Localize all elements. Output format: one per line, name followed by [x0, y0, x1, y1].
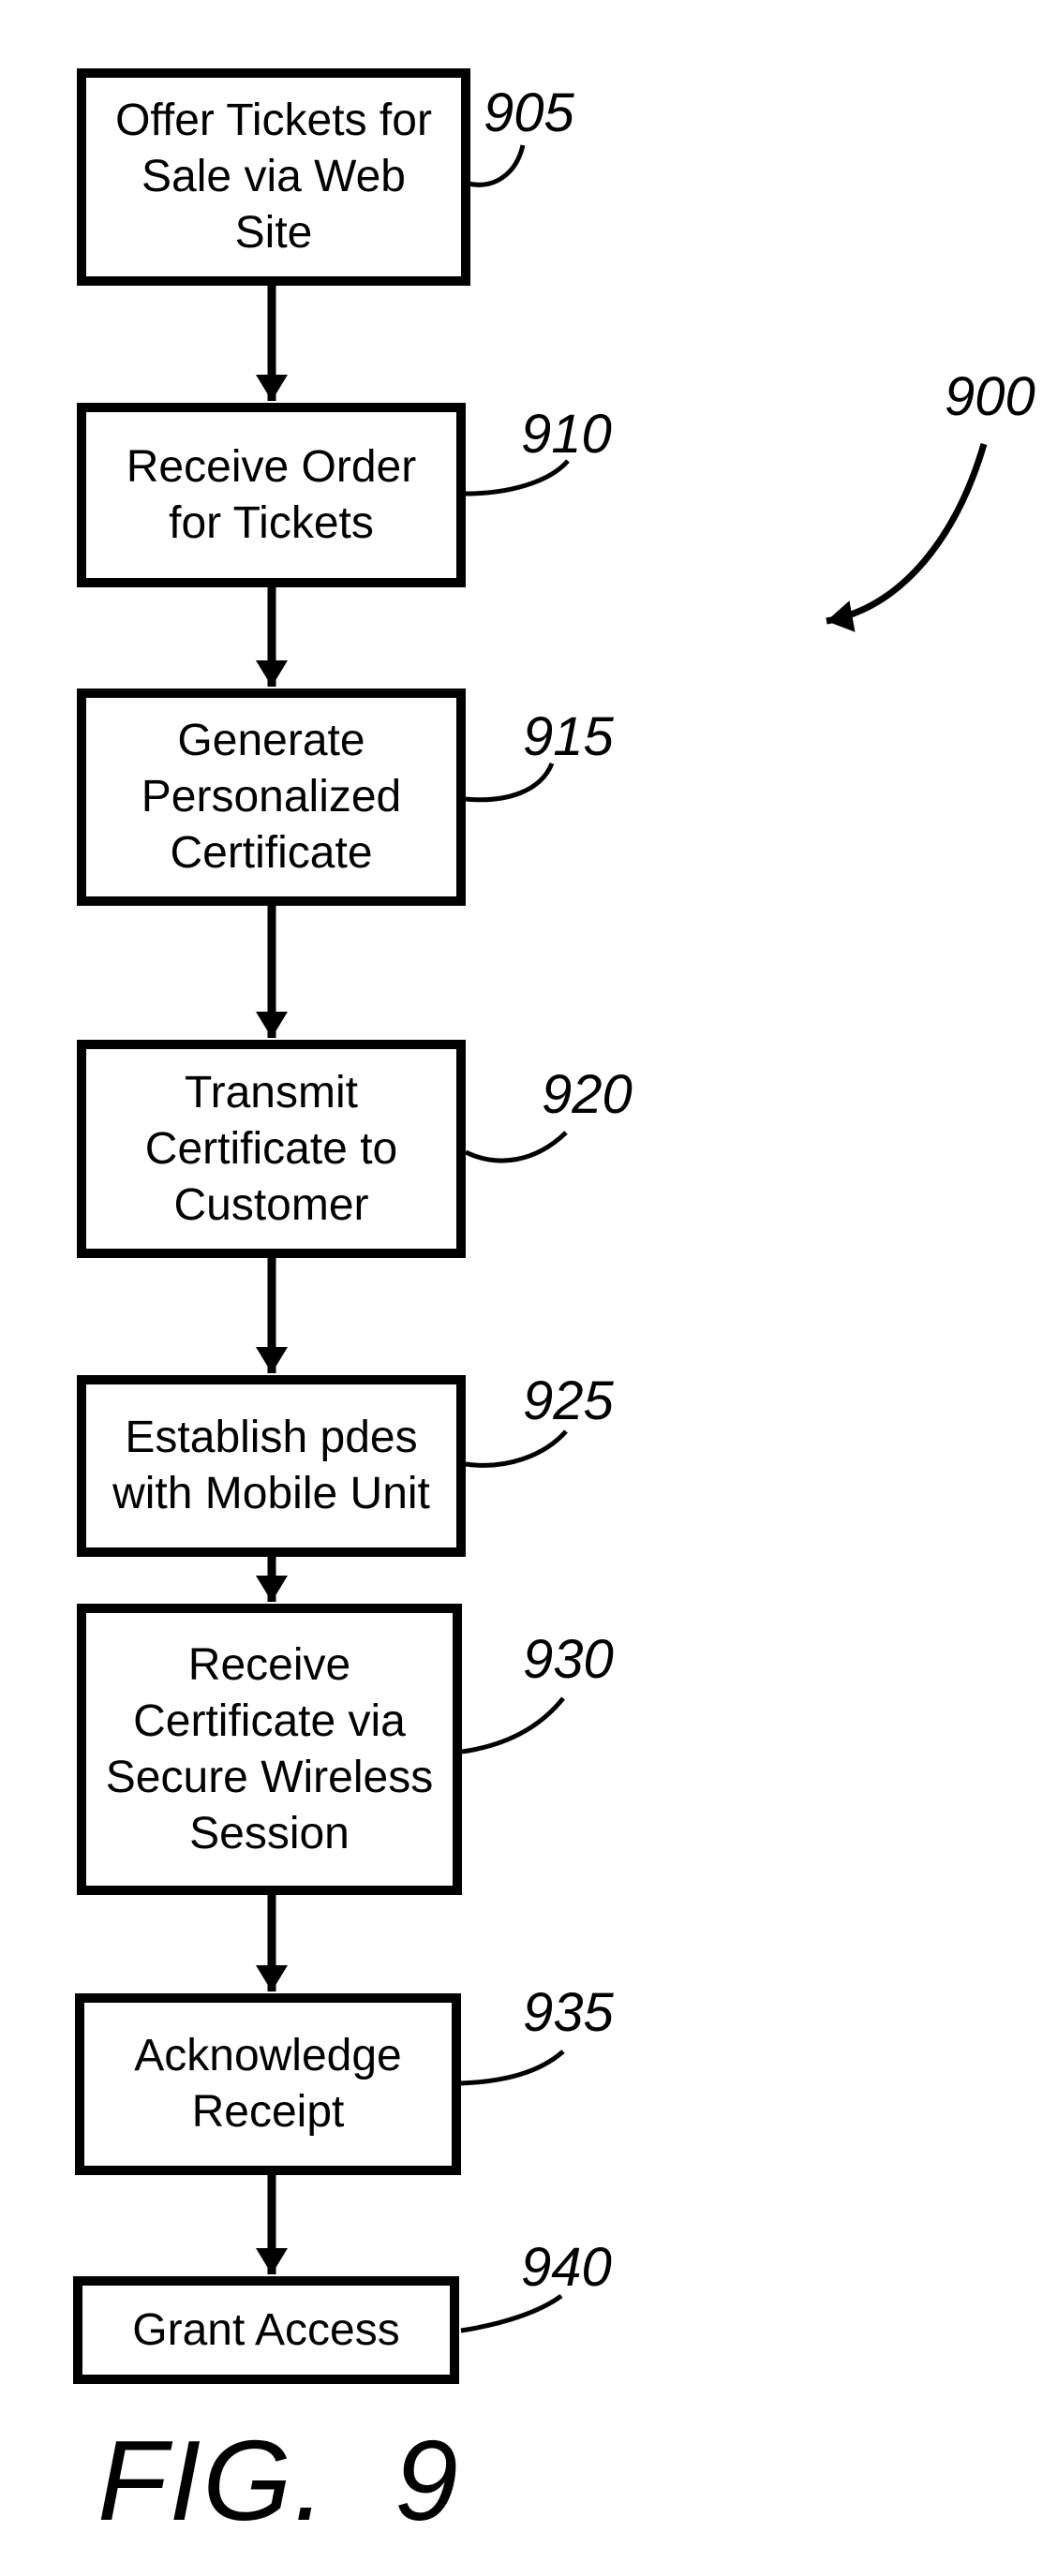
leader-920 — [464, 1131, 568, 1163]
flow-step-920: Transmit Certificate to Customer — [77, 1040, 466, 1258]
flow-step-930: Receive Certificate via Secure Wireless … — [77, 1604, 462, 1895]
ref-label-915: 915 — [523, 706, 614, 767]
flow-step-940: Grant Access — [73, 2276, 459, 2384]
ref-label-925: 925 — [523, 1370, 614, 1431]
flow-step-930-text: Receive Certificate via Secure Wireless … — [105, 1639, 434, 1858]
flow-step-905-text: Offer Tickets for Sale via Web Site — [115, 96, 432, 258]
flow-step-915: Generate Personalized Certificate — [77, 688, 466, 906]
flow-step-925: Establish pdes with Mobile Unit — [77, 1375, 466, 1557]
figure-caption: FIG. 9 — [97, 2417, 460, 2544]
leader-930 — [461, 1696, 565, 1754]
ref-label-930: 930 — [523, 1629, 614, 1690]
flow-step-940-text: Grant Access — [132, 2304, 400, 2355]
leader-935 — [460, 2050, 565, 2086]
flow-step-935-text: Acknowledge Receipt — [134, 2031, 402, 2137]
ref-label-920: 920 — [542, 1064, 633, 1125]
ref-label-935: 935 — [523, 1982, 614, 2043]
leader-940 — [460, 2293, 563, 2333]
ref-label-910: 910 — [521, 404, 612, 465]
leader-905 — [468, 144, 526, 187]
leader-925 — [465, 1429, 568, 1468]
flow-step-905: Offer Tickets for Sale via Web Site — [77, 68, 470, 286]
leader-910 — [465, 459, 570, 496]
flow-step-935: Acknowledge Receipt — [75, 1993, 461, 2175]
flow-step-920-text: Transmit Certificate to Customer — [144, 1067, 398, 1230]
leader-915 — [465, 762, 555, 803]
diagram-ref-arrow — [826, 443, 988, 632]
flow-step-915-text: Generate Personalized Certificate — [141, 716, 402, 878]
ref-label-940: 940 — [521, 2237, 612, 2298]
ref-label-905: 905 — [484, 82, 574, 143]
flow-step-910: Receive Order for Tickets — [77, 403, 466, 587]
ref-label-900: 900 — [945, 366, 1035, 427]
flow-step-910-text: Receive Order for Tickets — [126, 441, 417, 548]
flow-step-925-text: Establish pdes with Mobile Unit — [112, 1413, 430, 1518]
